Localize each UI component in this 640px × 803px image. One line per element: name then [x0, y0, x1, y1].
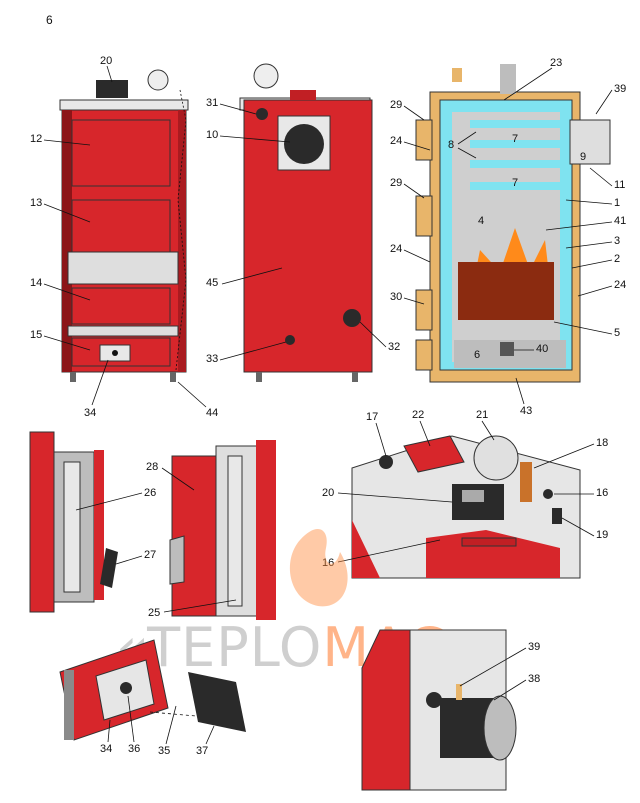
- callout-7a: 7: [512, 133, 518, 145]
- callout-6: 6: [474, 349, 480, 361]
- callout-15: 15: [30, 329, 42, 341]
- side-callouts: 31 10 45 33 32: [206, 97, 400, 365]
- callout-44: 44: [206, 407, 218, 419]
- callout-12: 12: [30, 133, 42, 145]
- callout-28: 28: [146, 461, 158, 473]
- callout-39b: 39: [528, 641, 540, 653]
- section-callouts: 23 39 29 24 8 7 9 11 7 29 1 4 41 3 24 2 …: [390, 57, 626, 417]
- top-callouts: 17 22 21 18 20 16 16 19: [322, 409, 608, 569]
- section-view: [415, 64, 611, 383]
- callout-24c: 24: [614, 279, 626, 291]
- top-panel-view: [351, 435, 581, 579]
- callout-2: 2: [614, 253, 620, 265]
- callout-25: 25: [148, 607, 160, 619]
- callout-10: 10: [206, 129, 218, 141]
- callout-21: 21: [476, 409, 488, 421]
- callout-22: 22: [412, 409, 424, 421]
- callout-24b: 24: [390, 243, 402, 255]
- door-detail-view: [29, 431, 276, 620]
- callout-36: 36: [128, 743, 140, 755]
- callout-13: 13: [30, 197, 42, 209]
- flame-watermark: [289, 528, 348, 607]
- callout-19: 19: [596, 529, 608, 541]
- ash-door-view: [59, 639, 246, 741]
- callout-29a: 29: [390, 99, 402, 111]
- callout-34: 34: [84, 407, 96, 419]
- callout-38: 38: [528, 673, 540, 685]
- callout-23: 23: [550, 57, 562, 69]
- callout-9: 9: [580, 151, 586, 163]
- callout-40: 40: [536, 343, 548, 355]
- callout-5: 5: [614, 327, 620, 339]
- callout-16a: 16: [596, 487, 608, 499]
- callout-43: 43: [520, 405, 532, 417]
- front-callouts: 20 12 13 14 15 34 44: [30, 55, 218, 419]
- callout-41: 41: [614, 215, 626, 227]
- callout-8: 8: [448, 139, 454, 151]
- callout-35: 35: [158, 745, 170, 757]
- callout-1: 1: [614, 197, 620, 209]
- callout-26: 26: [144, 487, 156, 499]
- callout-24a: 24: [390, 135, 402, 147]
- callout-3: 3: [614, 235, 620, 247]
- front-view: [59, 69, 189, 382]
- callout-32: 32: [388, 341, 400, 353]
- callout-17: 17: [366, 411, 378, 423]
- flue-callouts: 39 38: [459, 641, 540, 701]
- callout-11: 11: [614, 179, 625, 191]
- ash-callouts: 34 36 35 37: [100, 695, 215, 757]
- callout-31: 31: [206, 97, 218, 109]
- callout-33: 33: [206, 353, 218, 365]
- flue-detail-view: [361, 629, 517, 791]
- callout-45: 45: [206, 277, 218, 289]
- callout-27: 27: [144, 549, 156, 561]
- callout-4: 4: [478, 215, 484, 227]
- callout-30: 30: [390, 291, 402, 303]
- door-callouts: 26 27 28 25: [75, 461, 237, 619]
- callout-7b: 7: [512, 177, 518, 189]
- callout-20b: 20: [322, 487, 334, 499]
- callout-37: 37: [196, 745, 208, 757]
- callout-34b: 34: [100, 743, 112, 755]
- callout-14: 14: [30, 277, 42, 289]
- side-view: [239, 63, 373, 382]
- callout-20: 20: [100, 55, 112, 67]
- callout-29b: 29: [390, 177, 402, 189]
- page-number: 6: [46, 13, 53, 27]
- callout-18: 18: [596, 437, 608, 449]
- callout-39: 39: [614, 83, 626, 95]
- callout-16b: 16: [322, 557, 334, 569]
